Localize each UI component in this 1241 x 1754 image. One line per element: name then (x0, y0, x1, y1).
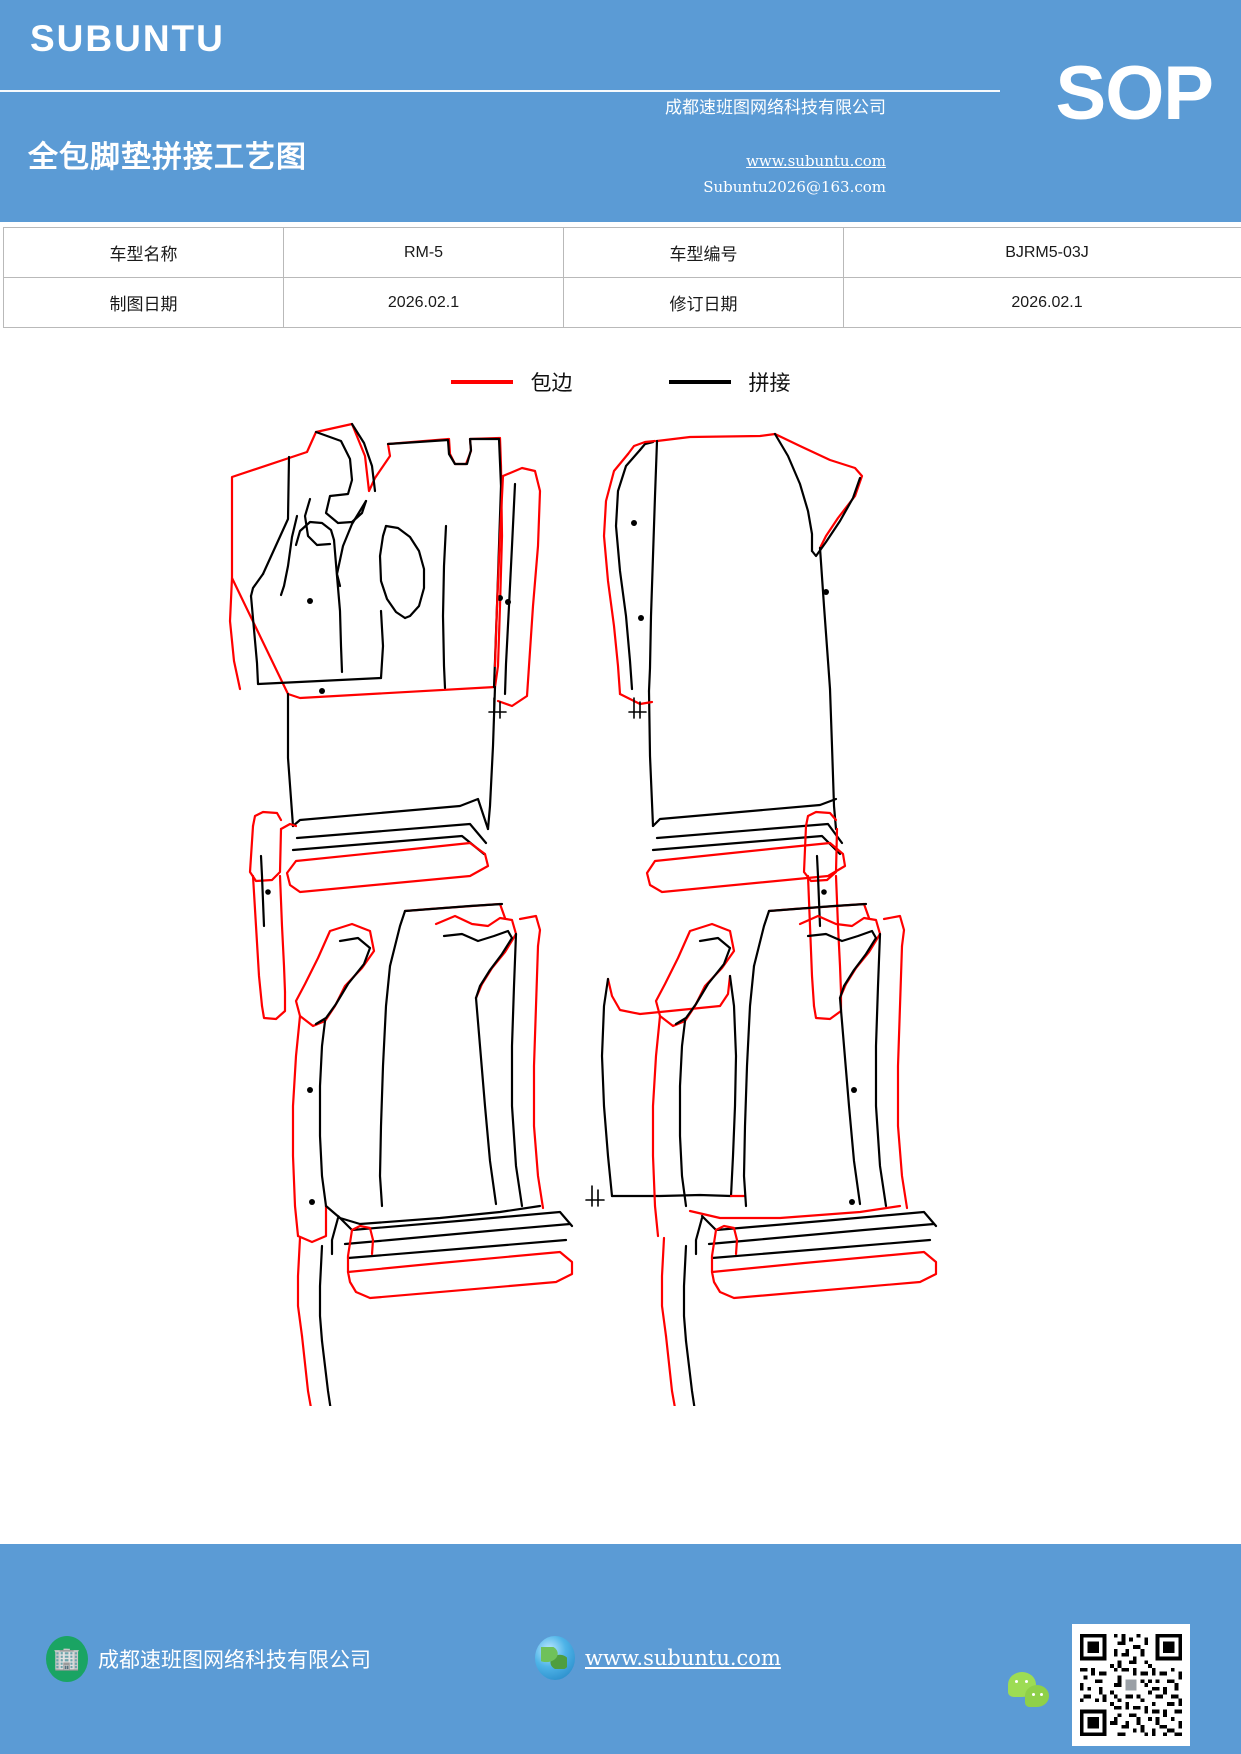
wechat-icon (1008, 1672, 1054, 1710)
document-footer: 🏢 成都速班图网络科技有限公司 www.subuntu.com (0, 1544, 1241, 1754)
legend-label-edging: 包边 (530, 371, 573, 395)
registration-mark-right (628, 697, 647, 719)
brand-logo: SUBUNTU (30, 18, 225, 59)
header-website-link[interactable]: www.subuntu.com (746, 152, 886, 170)
header-email: Subuntu2026@163.com (703, 178, 886, 196)
document-header: SUBUNTU 全包脚垫拼接工艺图 成都速班图网络科技有限公司 www.subu… (0, 0, 1241, 222)
cell-revise-date-label: 修订日期 (563, 277, 844, 328)
table-row: 制图日期 2026.02.1 修订日期 2026.02.1 (3, 277, 1241, 328)
line-swatch-black-icon (668, 380, 731, 384)
footer-company-name: 成都速班图网络科技有限公司 (98, 1648, 371, 1672)
qr-code-svg (1076, 1630, 1186, 1740)
left-side-strip (493, 466, 542, 708)
legend-item-edging: 包边 (450, 367, 573, 397)
lower-left-rear-mat-group (291, 902, 574, 1406)
footer-website-block[interactable]: www.subuntu.com (535, 1636, 781, 1680)
globe-icon (535, 1636, 575, 1680)
cell-draw-date-value: 2026.02.1 (283, 277, 564, 328)
header-divider (0, 90, 1000, 92)
cell-revise-date-value: 2026.02.1 (843, 277, 1241, 328)
cell-model-name-value: RM-5 (283, 227, 564, 278)
floor-mat-technical-drawing (0, 406, 1241, 1406)
legend-label-seam: 拼接 (748, 371, 791, 395)
qr-code (1072, 1624, 1190, 1746)
registration-mark-center (585, 1185, 605, 1207)
upper-right-mat-group (602, 432, 864, 1021)
cell-draw-date-label: 制图日期 (3, 277, 284, 328)
legend-item-seam: 拼接 (668, 367, 791, 397)
header-company-name: 成都速班图网络科技有限公司 (665, 98, 886, 118)
vehicle-info-table: 车型名称 RM-5 车型编号 BJRM5-03J 制图日期 2026.02.1 … (3, 227, 1241, 328)
mat-pattern-svg (228, 422, 938, 1406)
sop-badge: SOP (1055, 51, 1214, 136)
footer-website-link[interactable]: www.subuntu.com (585, 1646, 781, 1670)
lower-right-rear-mat-group (651, 902, 938, 1406)
cell-model-code-value: BJRM5-03J (843, 227, 1241, 278)
lower-center-tunnel-piece (600, 974, 747, 1198)
cell-model-code-label: 车型编号 (563, 227, 844, 278)
registration-mark-left (488, 697, 507, 719)
table-row: 车型名称 RM-5 车型编号 BJRM5-03J (3, 227, 1241, 278)
footer-company-block: 🏢 成都速班图网络科技有限公司 (46, 1636, 371, 1682)
drawing-legend: 包边 拼接 (0, 358, 1241, 406)
cell-model-name-label: 车型名称 (3, 227, 284, 278)
house-icon: 🏢 (46, 1636, 88, 1682)
line-swatch-red-icon (450, 380, 513, 384)
page-title: 全包脚垫拼接工艺图 (28, 140, 307, 175)
